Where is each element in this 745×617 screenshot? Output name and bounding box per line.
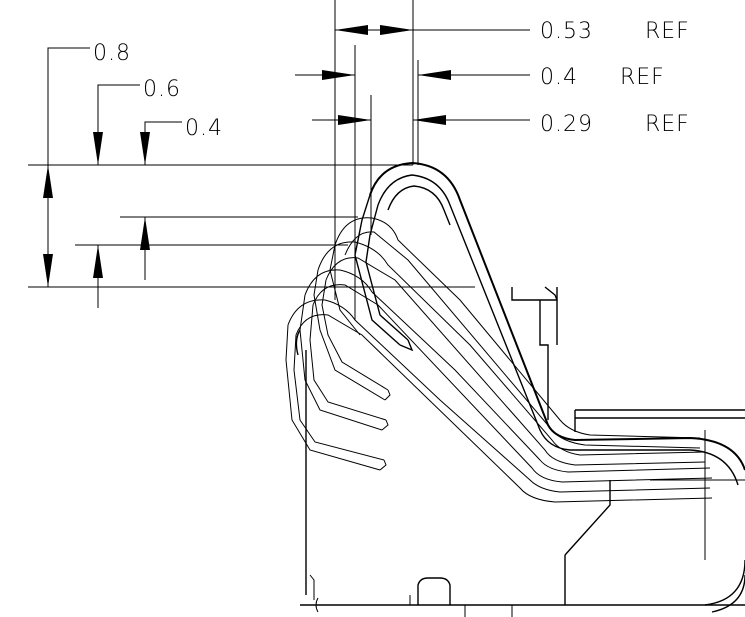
left-dimension-leaders — [28, 47, 475, 308]
dim-ref-053: REF — [645, 19, 690, 44]
dim-label-08: 0.8 — [93, 41, 131, 66]
contact-spring-deflected — [285, 217, 713, 503]
dim-ref-029: REF — [645, 112, 690, 137]
dim-label-04: 0.4 — [185, 116, 223, 141]
contact-spring-nominal — [354, 161, 745, 486]
dim-label-04-ref: 0.4 — [540, 65, 578, 90]
dim-label-06: 0.6 — [143, 77, 181, 102]
dim-ref-04: REF — [620, 65, 665, 90]
top-dimension-leaders — [295, 0, 530, 320]
dim-label-029: 0.29 — [540, 112, 593, 137]
dim-label-053: 0.53 — [540, 19, 593, 44]
